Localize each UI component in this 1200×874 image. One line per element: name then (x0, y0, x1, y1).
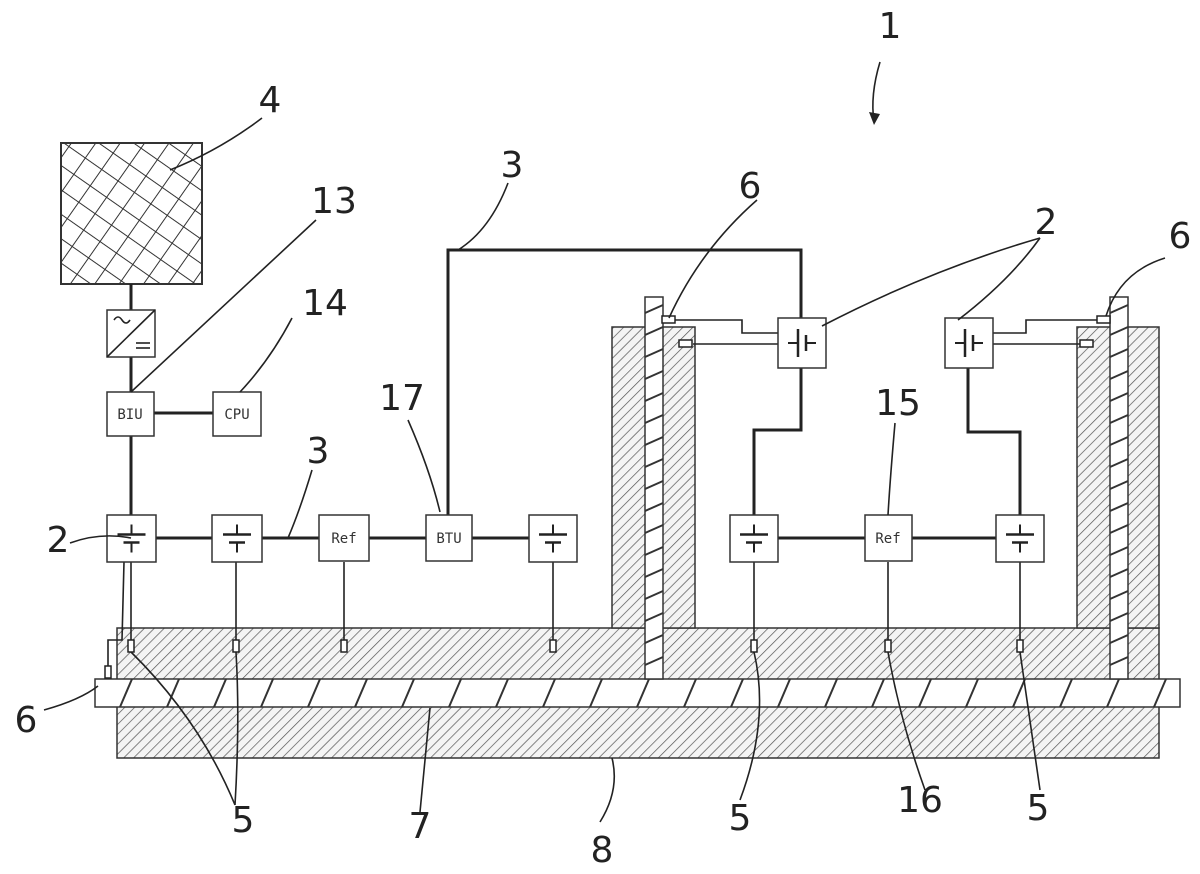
battery-units (106, 317, 1045, 563)
battery-unit (106, 514, 157, 563)
biu-box: BIU (106, 391, 155, 437)
label-14: 14 (302, 283, 348, 324)
battery-unit (777, 317, 827, 369)
label-17: 17 (379, 378, 425, 419)
label-2-left: 2 (47, 520, 70, 561)
label-5-right: 5 (1027, 788, 1050, 829)
label-6-mid: 6 (739, 166, 762, 207)
label-3-mid: 3 (307, 431, 330, 472)
btu-label: BTU (436, 531, 461, 547)
battery-unit (944, 317, 994, 369)
battery-unit (995, 514, 1045, 563)
label-2-right: 2 (1035, 202, 1058, 243)
label-1: 1 (879, 6, 902, 47)
reinforcement-bar-horizontal (94, 678, 1181, 708)
label-3-top: 3 (501, 145, 524, 186)
reinforcement-bar-vertical-left (644, 296, 664, 680)
label-13: 13 (311, 181, 357, 222)
label-5-left: 5 (232, 800, 255, 841)
ref-box-right: Ref (864, 514, 913, 562)
label-7: 7 (409, 806, 432, 847)
battery-unit (528, 514, 578, 563)
sensors (127, 339, 1094, 653)
converter-box (106, 309, 156, 358)
label-15: 15 (875, 383, 921, 424)
wiring (107, 248, 1098, 668)
label-6-right: 6 (1169, 216, 1192, 257)
bar-connectors (104, 315, 1111, 679)
leader-lines (43, 61, 1166, 823)
reference-numerals: 1 4 13 14 3 3 17 6 2 6 15 2 6 5 7 8 5 16… (15, 6, 1192, 871)
btu-box: BTU (425, 514, 473, 562)
cpu-box: CPU (212, 391, 262, 437)
label-6-left: 6 (15, 700, 38, 741)
label-16: 16 (897, 780, 943, 821)
label-8: 8 (591, 830, 614, 871)
battery-unit (729, 514, 779, 563)
ref-label-right: Ref (875, 531, 900, 547)
ref-box-left: Ref (318, 514, 370, 562)
reinforcement-bar-vertical-right (1109, 296, 1129, 680)
solar-panel (60, 142, 203, 285)
label-5-mid: 5 (729, 798, 752, 839)
label-4: 4 (259, 80, 282, 121)
ref-label-left: Ref (331, 531, 356, 547)
cpu-label: CPU (224, 407, 249, 423)
battery-unit (211, 514, 263, 563)
biu-label: BIU (117, 407, 142, 423)
